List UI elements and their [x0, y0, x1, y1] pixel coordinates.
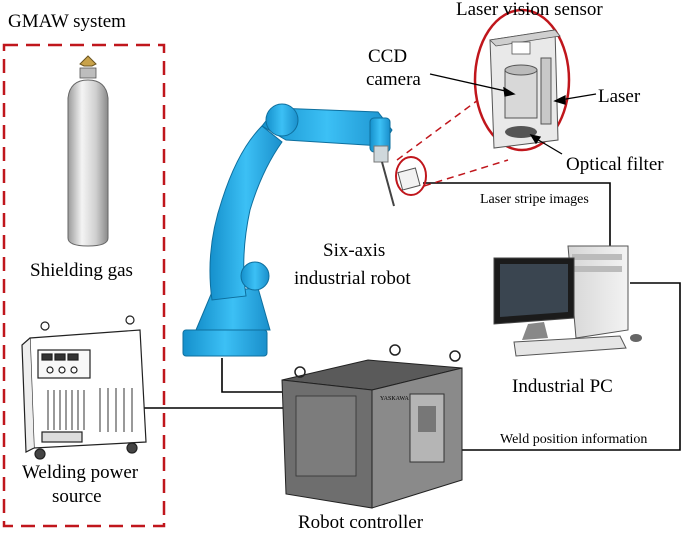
laser-vision-sensor-label: Laser vision sensor — [456, 0, 603, 20]
optical-filter-label: Optical filter — [566, 154, 664, 175]
industrial-pc-label: Industrial PC — [512, 376, 613, 397]
welding-power-source-icon — [21, 315, 147, 460]
pc-to-controller-line — [458, 282, 681, 451]
welding-power-label-line2: source — [52, 486, 102, 507]
welding-power-label-line1: Welding power — [22, 462, 139, 483]
weld-position-information-label: Weld position information — [500, 432, 647, 447]
gmaw-system-boundary — [2, 43, 166, 528]
robot-controller-label: Robot controller — [298, 512, 424, 532]
gas-cylinder-icon — [67, 55, 109, 247]
sensor-highlight-circle — [395, 156, 427, 196]
controller-brand-label: YASKAWA — [380, 396, 410, 402]
sensor-to-pc-line — [423, 182, 611, 248]
laser-vision-sensor-icon — [395, 156, 427, 196]
six-axis-label-line2: industrial robot — [294, 268, 411, 289]
laser-stripe-images-label: Laser stripe images — [480, 192, 589, 207]
connector-lines — [142, 182, 681, 451]
robot-controller-icon: YASKAWA — [281, 344, 463, 509]
six-axis-label-line1: Six-axis — [323, 240, 385, 261]
zoom-line-lower — [423, 159, 509, 187]
ccd-camera-label-line2: camera — [366, 69, 421, 90]
shielding-gas-label: Shielding gas — [30, 260, 133, 281]
ccd-camera-label-line1: CCD — [368, 46, 407, 67]
industrial-robot-icon — [182, 103, 395, 357]
zoom-line-upper — [396, 99, 479, 161]
gmaw-system-label: GMAW system — [8, 11, 126, 32]
desktop-pc-icon — [493, 245, 642, 357]
robot-to-controller-line — [221, 358, 288, 393]
sensor-annotation-arrows — [429, 73, 597, 155]
laser-label: Laser — [598, 86, 641, 107]
sensor-zoom-view — [473, 8, 571, 152]
